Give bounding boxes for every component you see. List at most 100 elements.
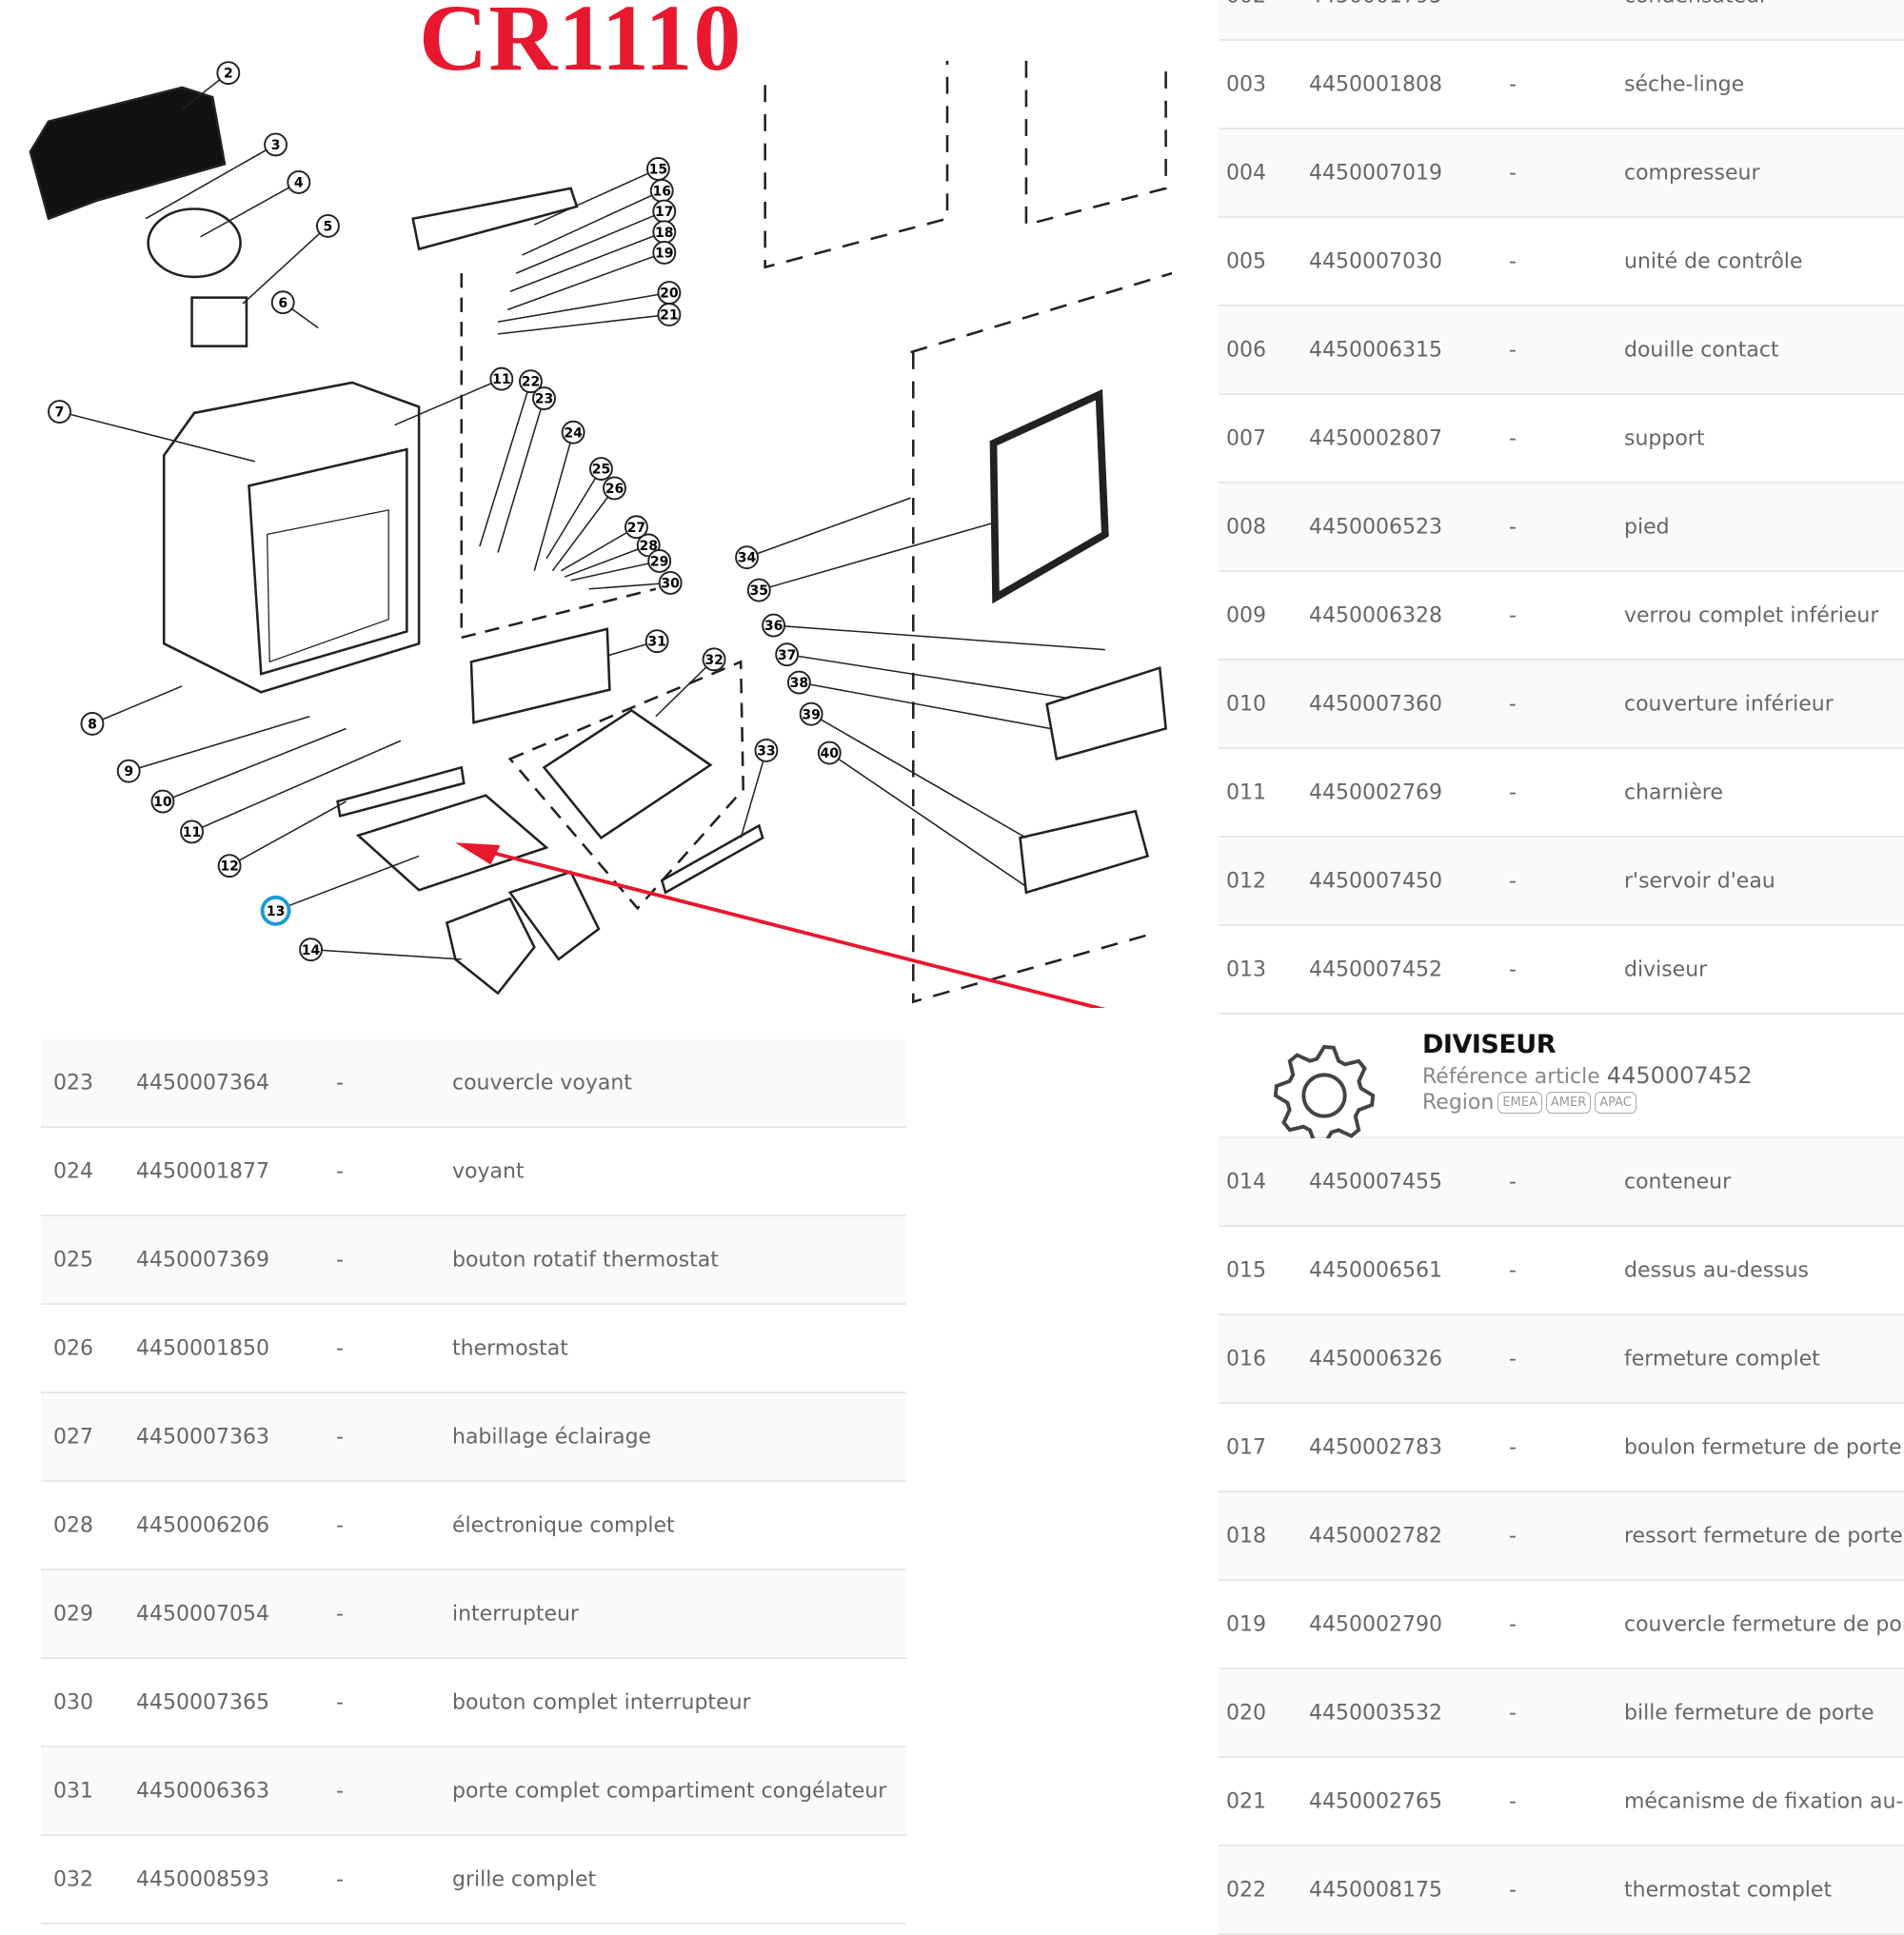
callout-leader-line [786,653,1069,700]
callout-9[interactable]: 9 [116,759,141,783]
part-description: compresseur [1624,161,1760,185]
callout-6[interactable]: 6 [270,290,295,315]
callout-24[interactable]: 24 [561,420,585,444]
callout-28[interactable]: 28 [636,533,661,558]
separator: - [1509,161,1517,185]
callout-19[interactable]: 19 [652,241,677,265]
callout-3[interactable]: 3 [264,132,288,157]
separator: - [336,1867,344,1891]
callout-23[interactable]: 23 [532,386,556,410]
callout-33[interactable]: 33 [754,739,779,762]
callout-5[interactable]: 5 [315,213,340,238]
svg-text:12: 12 [220,859,239,875]
callout-7[interactable]: 7 [48,400,71,424]
article-reference: 4450001808 [1309,72,1442,96]
compressor-part [147,207,242,279]
separator: - [1509,426,1517,450]
callout-36[interactable]: 36 [762,613,786,638]
callout-leader-line [773,624,1105,651]
svg-text:6: 6 [278,296,288,311]
separator: - [336,1336,344,1360]
callout-35[interactable]: 35 [746,578,771,602]
part-detail-card[interactable]: DIVISEUR Référence article 4450007452 Re… [1219,1015,1904,1147]
part-number: 005 [1226,249,1266,273]
callout-34[interactable]: 34 [735,545,759,570]
callout-40[interactable]: 40 [817,740,842,765]
separator: - [1509,869,1517,893]
separator: - [1509,1789,1517,1813]
callout-38[interactable]: 38 [786,670,811,695]
part-number: 025 [53,1248,93,1272]
callout-11[interactable]: 11 [180,819,204,844]
callout-30[interactable]: 30 [658,570,683,595]
separator: - [1509,1524,1517,1548]
callout-11[interactable]: 11 [489,366,514,391]
callout-39[interactable]: 39 [799,701,823,726]
part-description: diviseur [1624,958,1708,981]
part-description: dessus au-dessus [1624,1258,1810,1282]
part-description: thermostat [452,1336,568,1360]
callout-29[interactable]: 29 [647,549,672,573]
callout-15[interactable]: 15 [645,156,670,181]
table-row[interactable]: 0024450001795-condensateur [1219,0,1904,41]
callout-2[interactable]: 2 [216,61,241,86]
callout-12[interactable]: 12 [217,854,242,879]
part-number: 017 [1226,1435,1266,1459]
callout-21[interactable]: 21 [657,303,682,326]
callout-17[interactable]: 17 [652,199,677,224]
callout-20[interactable]: 20 [657,281,682,305]
callout-16[interactable]: 16 [649,178,674,203]
separator: - [1509,1347,1517,1371]
callout-4[interactable]: 4 [287,170,311,194]
callout-22[interactable]: 22 [519,369,543,394]
callout-8[interactable]: 8 [80,711,105,736]
callout-leader-line [551,487,616,572]
part-description: couverture inférieur [1624,692,1834,716]
cabinet-part [162,381,421,694]
callout-leader-line [128,716,310,772]
callout-14[interactable]: 14 [299,938,324,962]
callout-26[interactable]: 26 [603,476,626,501]
callout-25[interactable]: 25 [589,457,613,481]
callout-32[interactable]: 32 [702,647,726,672]
callout-10[interactable]: 10 [150,789,175,814]
callout-leader-line [655,659,715,718]
callout-37[interactable]: 37 [775,642,800,667]
callout-31[interactable]: 31 [645,629,669,654]
callout-13[interactable]: 13 [260,895,291,926]
callout-18[interactable]: 18 [652,220,677,245]
callout-27[interactable]: 27 [625,515,648,540]
dashed-door-frame [910,271,1172,1004]
part-description: électronique complet [452,1513,675,1537]
